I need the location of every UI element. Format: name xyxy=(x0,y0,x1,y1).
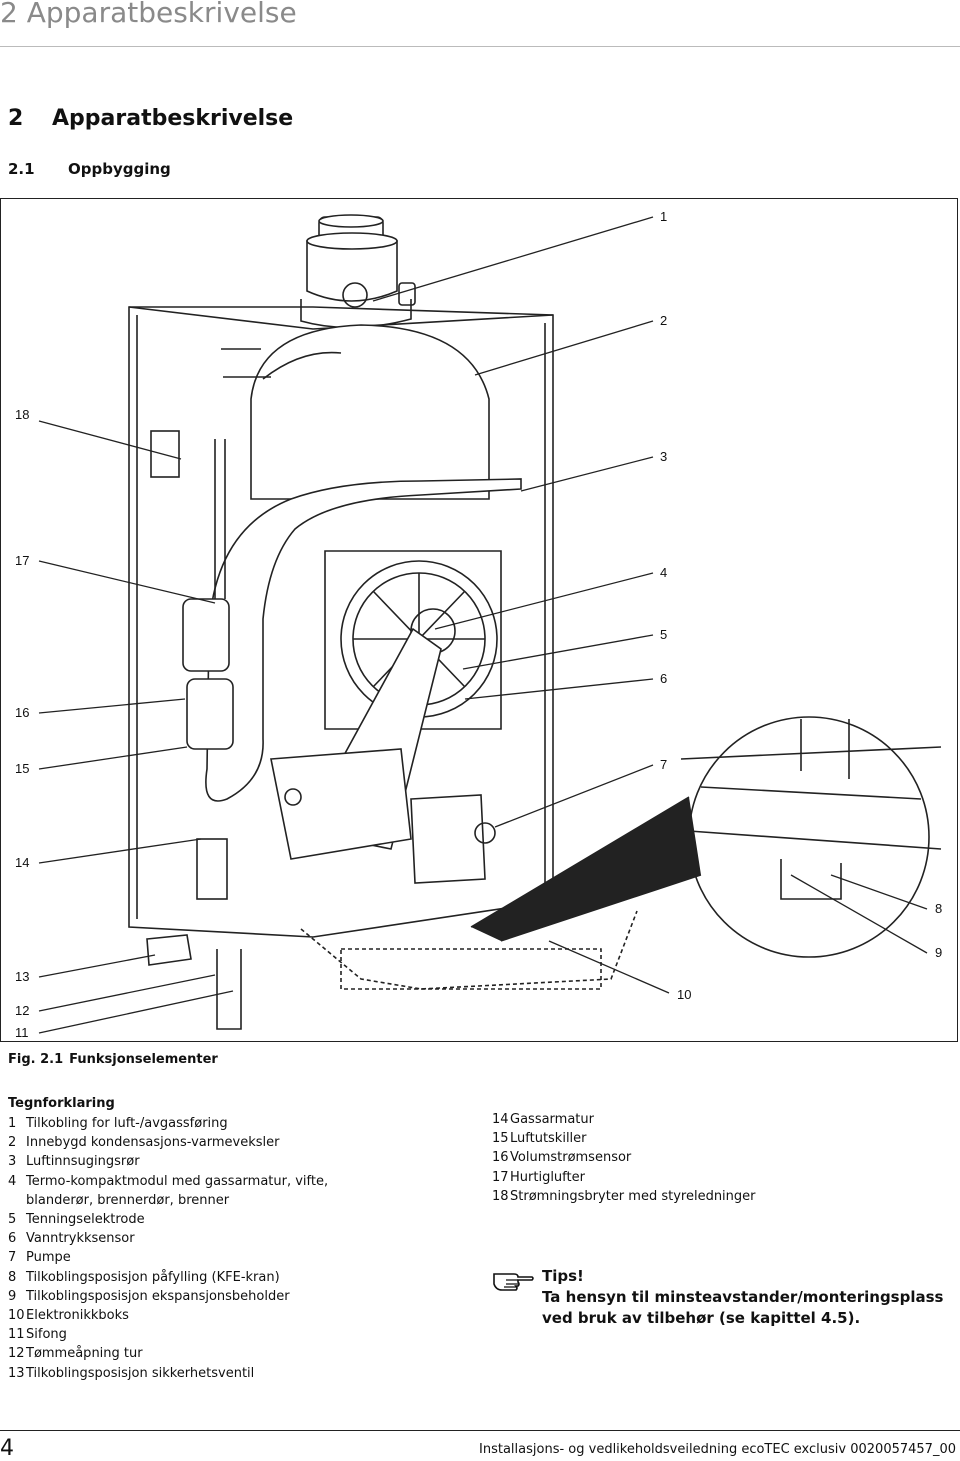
legend-item-text: Tilkoblingsposisjon sikkerhetsventil xyxy=(26,1365,255,1381)
running-header: 2 Apparatbeskrivelse xyxy=(0,0,297,29)
figure-caption: Fig. 2.1 Funksjonselementer xyxy=(8,1052,218,1067)
callout-7: 7 xyxy=(660,757,668,772)
legend-item-number: 6 xyxy=(8,1231,17,1247)
boiler-drawing xyxy=(38,214,942,1034)
legend-item: 5 Tenningselektrode xyxy=(8,1210,458,1229)
legend-item-text: Sifong xyxy=(26,1327,67,1343)
legend-item-text: Luftinnsugingsrør xyxy=(26,1154,140,1170)
legend-list-left: 1 Tilkobling for luft-/avgassføring 2 Inne… xyxy=(8,1114,458,1383)
legend-item: 1 Tilkobling for luft-/avgassføring xyxy=(8,1114,458,1133)
legend-item-number: 1 xyxy=(8,1116,17,1131)
figure-caption-number: Fig. 2.1 xyxy=(8,1052,64,1067)
callout-12: 12 xyxy=(15,1003,30,1018)
callout-11: 11 xyxy=(15,1025,29,1040)
callout-4: 4 xyxy=(660,565,668,580)
subsection-title: Oppbygging xyxy=(68,160,171,178)
legend-item-text: Innebygd kondensasjons-varmeveksler xyxy=(26,1135,280,1151)
footer-text: Installasjons- og vedlikeholdsveiledning… xyxy=(479,1442,956,1457)
legend-item: 6 Vanntrykksensor xyxy=(8,1229,458,1248)
page-number: 4 xyxy=(0,1436,14,1461)
legend-item-text: Termo-kompaktmodul med gassarmatur, vift… xyxy=(26,1173,329,1208)
legend-item-text: Tilkoblingsposisjon ekspansjonsbeholder xyxy=(26,1288,290,1304)
section-heading: 2 Apparatbeskrivelse xyxy=(8,106,293,131)
legend-item-text: Tømmeåpning tur xyxy=(26,1346,143,1362)
callout-17: 17 xyxy=(15,553,30,568)
tip-heading: Tips! xyxy=(542,1267,584,1285)
section-number: 2 xyxy=(8,106,24,131)
subsection-number: 2.1 xyxy=(8,160,35,178)
legend-item-number: 7 xyxy=(8,1250,17,1266)
callout-16: 16 xyxy=(15,705,30,720)
legend-item-number: 13 xyxy=(8,1365,25,1381)
pointing-hand-icon xyxy=(492,1266,534,1296)
legend-item: 2 Innebygd kondensasjons-varmeveksler xyxy=(8,1133,458,1152)
legend-item: 3 Luftinnsugingsrør xyxy=(8,1152,458,1171)
legend-item-text: Strømningsbryter med styreledninger xyxy=(510,1188,756,1204)
legend-item-text: Volumstrømsensor xyxy=(510,1150,632,1166)
legend-item-number: 18 xyxy=(492,1188,509,1204)
legend-item-text: Vanntrykksensor xyxy=(26,1231,135,1247)
callout-8: 8 xyxy=(935,901,943,916)
legend-item: 9 Tilkoblingsposisjon ekspansjonsbeholder xyxy=(8,1287,458,1306)
tip-text: Tips! Ta hensyn til minsteavstander/mont… xyxy=(542,1266,960,1329)
callout-18: 18 xyxy=(15,407,30,422)
legend-item-text: Elektronikkboks xyxy=(26,1308,129,1324)
legend-item-text: Tenningselektrode xyxy=(26,1212,145,1228)
legend-item: 7 Pumpe xyxy=(8,1248,458,1267)
legend-item-number: 2 xyxy=(8,1135,17,1151)
callout-6: 6 xyxy=(660,671,668,686)
legend-item-number: 15 xyxy=(492,1131,509,1147)
section-title: Apparatbeskrivelse xyxy=(52,106,294,131)
callout-3: 3 xyxy=(660,449,668,464)
legend-item-number: 8 xyxy=(8,1269,17,1285)
legend-item-text: Hurtiglufter xyxy=(510,1169,585,1185)
subsection-heading: 2.1 Oppbygging xyxy=(8,160,171,178)
legend-item-number: 4 xyxy=(8,1173,17,1189)
legend-item-number: 12 xyxy=(8,1346,25,1362)
callout-14: 14 xyxy=(15,855,30,870)
callout-9: 9 xyxy=(935,945,943,960)
callout-5: 5 xyxy=(660,627,668,642)
legend-item-number: 10 xyxy=(8,1308,25,1324)
callout-1: 1 xyxy=(660,209,668,224)
legend-item-number: 3 xyxy=(8,1154,17,1170)
callout-13: 13 xyxy=(15,969,30,984)
legend-item-text: Luftutskiller xyxy=(510,1131,587,1147)
figure-caption-title: Funksjonselementer xyxy=(69,1052,218,1067)
footer-rule xyxy=(0,1430,960,1431)
legend-item-text: Tilkobling for luft-/avgassføring xyxy=(26,1116,228,1131)
legend-title: Tegnforklaring xyxy=(8,1096,115,1111)
legend-item-text: Gassarmatur xyxy=(510,1112,594,1127)
legend-item-text: Tilkoblingsposisjon påfylling (KFE-kran) xyxy=(26,1269,280,1285)
legend-item: 4 Termo-kompaktmodul med gassarmatur, vif… xyxy=(8,1172,368,1210)
legend-item-text: Pumpe xyxy=(26,1250,71,1266)
tip-body: Ta hensyn til minsteavstander/monterings… xyxy=(542,1288,944,1327)
legend-item-number: 9 xyxy=(8,1288,17,1304)
legend-item-number: 11 xyxy=(8,1327,25,1343)
legend-item-number: 17 xyxy=(492,1169,509,1185)
header-rule xyxy=(0,46,960,47)
legend-item-number: 16 xyxy=(492,1150,509,1166)
callout-2: 2 xyxy=(660,313,668,328)
legend-item-number: 14 xyxy=(492,1112,509,1127)
legend-item-number: 5 xyxy=(8,1212,17,1228)
callout-15: 15 xyxy=(15,761,30,776)
figure-frame: 1 2 3 4 5 6 7 8 9 10 11 12 13 14 15 16 1… xyxy=(0,198,958,1042)
legend-item: 8 Tilkoblingsposisjon påfylling (KFE-kran… xyxy=(8,1268,458,1287)
callout-10: 10 xyxy=(677,987,692,1002)
